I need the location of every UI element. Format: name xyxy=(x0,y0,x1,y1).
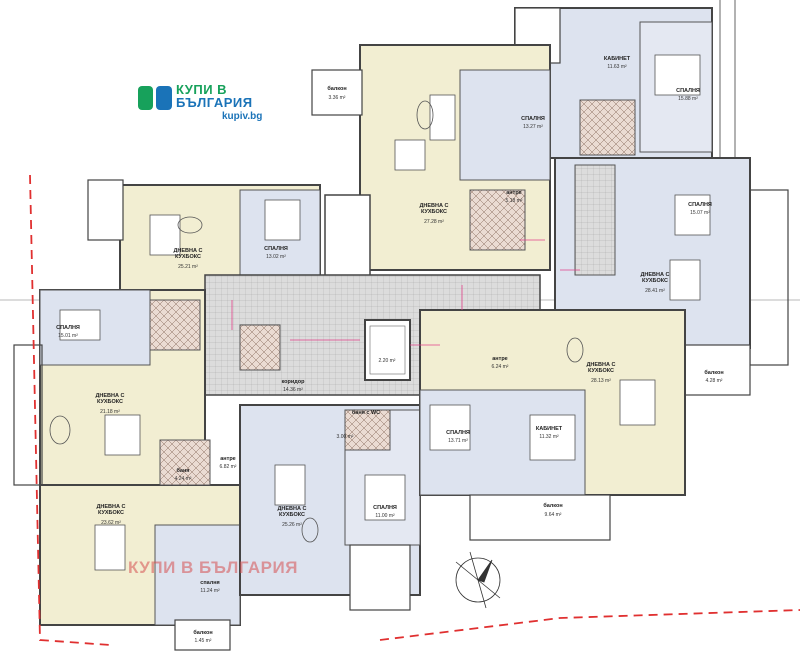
balcony-bottom-right xyxy=(469,494,611,541)
room-area: 2.20 m² xyxy=(378,358,396,364)
room-label: СПАЛНЯ xyxy=(373,505,397,511)
corridor-right xyxy=(574,164,616,276)
room-label: балкон xyxy=(327,86,347,92)
balcony-left xyxy=(13,344,43,486)
balcony-right-side xyxy=(749,189,789,366)
room-area: 21.18 m² xyxy=(100,409,120,415)
room-area: 4.24 m² xyxy=(174,476,192,482)
brand-logo: КУПИ В БЪЛГАРИЯ kupiv.bg xyxy=(138,82,278,126)
room-area: 15.01 m² xyxy=(58,333,78,339)
room-label: баня с WC xyxy=(351,410,381,416)
room-label: ДНЕВНА С КУХБОКС xyxy=(277,506,307,518)
bathroom xyxy=(579,99,636,156)
room-label: КАБИНЕТ xyxy=(535,426,563,432)
room-label: СПАЛНЯ xyxy=(521,116,545,122)
room-area: 25.21 m² xyxy=(178,264,198,270)
logo-line1: КУПИ В xyxy=(176,82,228,97)
room-area: 13.27 m² xyxy=(523,124,543,130)
room-area: 13.71 m² xyxy=(448,438,468,444)
room-area: 4.28 m² xyxy=(705,378,723,384)
room-label: КАБИНЕТ xyxy=(603,56,631,62)
room-area: 11.00 m² xyxy=(375,513,395,519)
room-area: 6.82 m² xyxy=(219,464,237,470)
room-label: СПАЛНЯ xyxy=(446,430,470,436)
room-area: 25.26 m² xyxy=(282,522,302,528)
room-area: 9.64 m² xyxy=(544,512,562,518)
room-label: ДНЕВНА С КУХБОКС xyxy=(586,362,616,374)
elevator-shaft xyxy=(364,319,411,381)
room-area: 11.63 m² xyxy=(607,64,627,70)
room-label: СПАЛНЯ xyxy=(688,202,712,208)
room-area: 6.24 m² xyxy=(491,364,509,370)
room-label: СПАЛНЯ xyxy=(56,325,80,331)
room-area: 15.07 m² xyxy=(690,210,710,216)
balcony-top-left xyxy=(87,179,124,241)
room-area: 3.00 m² xyxy=(336,434,354,440)
room-area: 15.88 m² xyxy=(678,96,698,102)
room-label: ДНЕВНА С КУХБОКС xyxy=(173,248,203,260)
room-label: СПАЛНЯ xyxy=(676,88,700,94)
room-label: ДНЕВНА С КУХБОКС xyxy=(95,393,125,405)
stairwell xyxy=(324,194,371,281)
room-area: 23.62 m² xyxy=(101,520,121,526)
room-label: ДНЕВНА С КУХБОКС xyxy=(419,203,449,215)
room-label: балкон xyxy=(193,630,213,636)
logo-icon xyxy=(138,86,172,110)
room-area: 28.41 m² xyxy=(645,288,665,294)
room-label: антре xyxy=(492,356,508,362)
property-boundary xyxy=(29,174,800,646)
room-label: спалня xyxy=(200,580,220,586)
room-area: 27.28 m² xyxy=(424,219,444,225)
balcony-top xyxy=(311,69,363,116)
room-label: СПАЛНЯ xyxy=(264,246,288,252)
balcony-bottom-centre xyxy=(349,544,411,611)
room-area: 3.36 m² xyxy=(328,95,346,101)
room-label: ДНЕВНА С КУХБОКС xyxy=(640,272,670,284)
balcony-bottom-left xyxy=(174,619,231,651)
room-area: 11.32 m² xyxy=(539,434,559,440)
room-area: 5.18 m² xyxy=(505,198,523,204)
room-area: 1.45 m² xyxy=(194,638,212,644)
room-label: балкон xyxy=(543,503,563,509)
room-area: 28.13 m² xyxy=(591,378,611,384)
logo-site: kupiv.bg xyxy=(222,111,263,122)
room-label: баня xyxy=(176,468,190,474)
logo-line2: БЪЛГАРИЯ xyxy=(176,95,253,110)
compass-icon xyxy=(455,551,501,609)
room-area: 11.24 m² xyxy=(200,588,220,594)
room-label: антре xyxy=(506,190,522,196)
room-label: балкон xyxy=(704,370,724,376)
room-area: 13.02 m² xyxy=(266,254,286,260)
watermark: КУПИ В БЪЛГАРИЯ xyxy=(128,558,298,577)
room-label: коридор xyxy=(281,379,305,385)
room-label: ДНЕВНА С КУХБОКС xyxy=(96,504,126,516)
room-label: антре xyxy=(220,456,236,462)
room-area: 14.36 m² xyxy=(283,387,303,393)
